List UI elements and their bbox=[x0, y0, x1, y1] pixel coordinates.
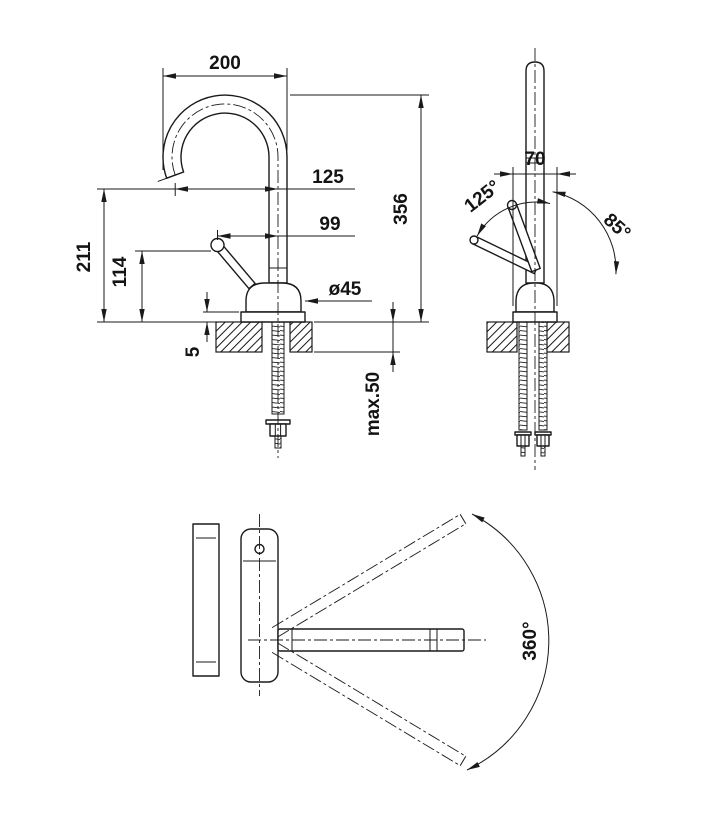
dim-text-diameter: ø45 bbox=[329, 279, 362, 300]
phantom-arm-upper-edge bbox=[271, 513, 461, 628]
dim-text-360deg: 360° bbox=[520, 621, 541, 660]
phantom-arm-end bbox=[459, 514, 467, 524]
nut-facets bbox=[540, 435, 546, 446]
countertop-section-right bbox=[546, 321, 570, 353]
side-dimensions: 125° 85° 70 bbox=[461, 149, 634, 306]
threaded-rod-back bbox=[538, 321, 548, 431]
dim-text-85deg: 85° bbox=[599, 209, 634, 244]
swivel-phantom-positions bbox=[271, 513, 467, 767]
dim-text-356: 356 bbox=[391, 193, 412, 225]
mounting-nut bbox=[536, 434, 550, 447]
base-plate bbox=[240, 311, 306, 323]
dim-text-200: 200 bbox=[209, 53, 241, 74]
handle-lever bbox=[215, 243, 256, 290]
angle-arc-85 bbox=[552, 191, 620, 275]
countertop-section-left bbox=[486, 321, 518, 353]
rod-end bbox=[520, 445, 526, 457]
front-dimensions: 200 356 125 99 211 114 ø45 bbox=[74, 53, 429, 436]
gooseneck-spout bbox=[162, 94, 288, 284]
phantom-arm-lower-edge bbox=[271, 652, 461, 767]
rod-end bbox=[540, 445, 546, 457]
nut-facets bbox=[274, 424, 282, 436]
handle-knob-tilted bbox=[469, 235, 479, 245]
front-view: 200 356 125 99 211 114 ø45 bbox=[74, 53, 429, 458]
dim-text-99: 99 bbox=[319, 214, 340, 235]
phantom-arm-lower-edge bbox=[277, 642, 467, 757]
angle-arc-125 bbox=[476, 198, 551, 237]
faucet-base-dome bbox=[245, 282, 302, 313]
countertop-section-right bbox=[289, 321, 313, 353]
dim-text-114: 114 bbox=[110, 256, 131, 287]
dim-text-125deg: 125° bbox=[461, 176, 505, 217]
wall-plate-slots bbox=[196, 537, 216, 663]
side-view: 125° 85° 70 bbox=[461, 48, 634, 470]
handle-knob bbox=[210, 237, 225, 253]
swivel-arc-360 bbox=[466, 513, 550, 771]
top-view: 360° bbox=[192, 513, 550, 771]
mounting-nut bbox=[516, 434, 530, 447]
countertop-section-left bbox=[215, 321, 263, 353]
dim-text-125: 125 bbox=[312, 167, 344, 188]
dim-text-211: 211 bbox=[74, 241, 95, 272]
phantom-arm-upper-edge bbox=[277, 523, 467, 638]
dim-text-5: 5 bbox=[183, 346, 204, 357]
nut-facets bbox=[520, 435, 526, 446]
phantom-arm-end bbox=[459, 756, 467, 766]
spout-centerline bbox=[171, 103, 279, 458]
dim-text-70: 70 bbox=[524, 149, 545, 170]
dim-text-max50: max.50 bbox=[363, 372, 384, 436]
threaded-rod-front bbox=[518, 321, 528, 431]
wall-plate bbox=[192, 523, 220, 677]
